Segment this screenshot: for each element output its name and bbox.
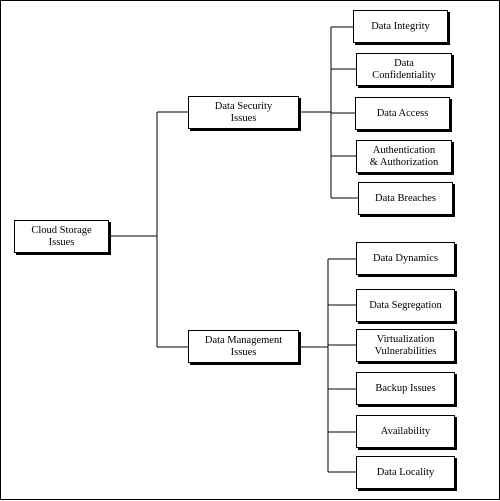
leaf-backup-issues: Backup Issues bbox=[356, 372, 455, 405]
leaf-data-integrity: Data Integrity bbox=[353, 10, 448, 43]
leaf-data-segregation: Data Segregation bbox=[356, 289, 455, 322]
leaf-data-locality: Data Locality bbox=[356, 456, 455, 489]
branch-node-data-management: Data Management Issues bbox=[188, 330, 299, 363]
root-node: Cloud Storage Issues bbox=[14, 220, 109, 253]
leaf-data-dynamics: Data Dynamics bbox=[356, 242, 455, 275]
branch-node-data-security: Data Security Issues bbox=[188, 96, 299, 129]
leaf-authentication-authorization: Authentication & Authorization bbox=[356, 140, 452, 173]
leaf-virtualization-vulnerabilities: Virtualization Vulnerabilities bbox=[356, 329, 455, 362]
leaf-data-access: Data Access bbox=[355, 97, 450, 130]
leaf-data-breaches: Data Breaches bbox=[358, 182, 453, 215]
leaf-availability: Availability bbox=[356, 415, 455, 448]
leaf-data-confidentiality: Data Confidentiality bbox=[356, 53, 452, 86]
